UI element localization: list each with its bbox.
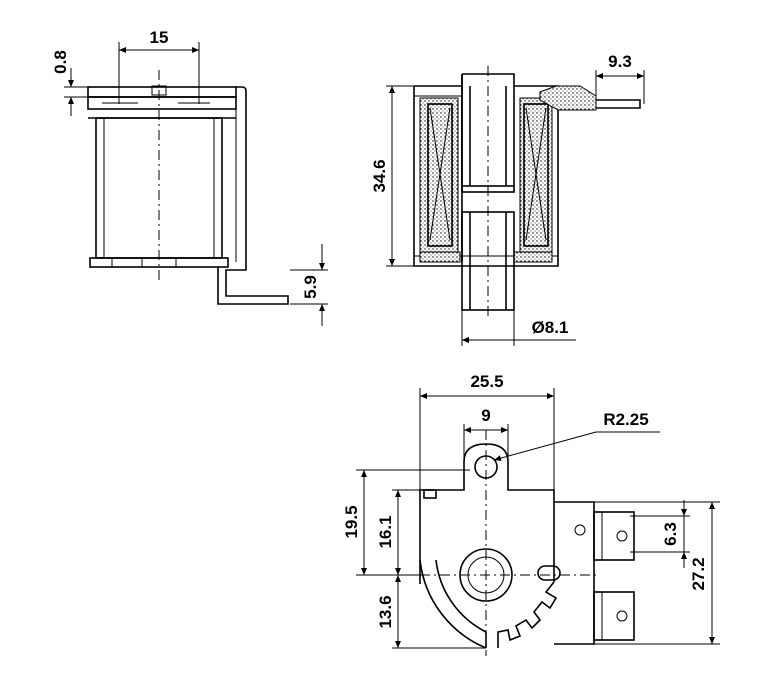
side-view [64,42,328,326]
dim-terminal-pitch: 6.3 [661,522,680,546]
dim-height-inner: 16.1 [376,515,395,548]
dim-height-upper: 19.5 [342,505,361,538]
dim-body-width: 25.5 [470,372,503,391]
dim-tube-diameter: Ø8.1 [532,318,569,337]
dim-total-height: 27.2 [689,557,708,590]
dim-coil-height: 34.6 [370,159,389,192]
section-view [386,66,645,346]
dim-plate-thickness: 0.8 [51,50,70,74]
dim-terminal-offset: 9.3 [608,52,632,71]
dim-height-lower: 13.6 [376,595,395,628]
dim-boss-radius: R2.25 [603,410,648,429]
dim-top-width: 15 [150,28,169,47]
dim-tab-height: 5.9 [301,275,320,299]
dim-boss-width: 9 [481,406,490,425]
front-view [356,388,720,656]
